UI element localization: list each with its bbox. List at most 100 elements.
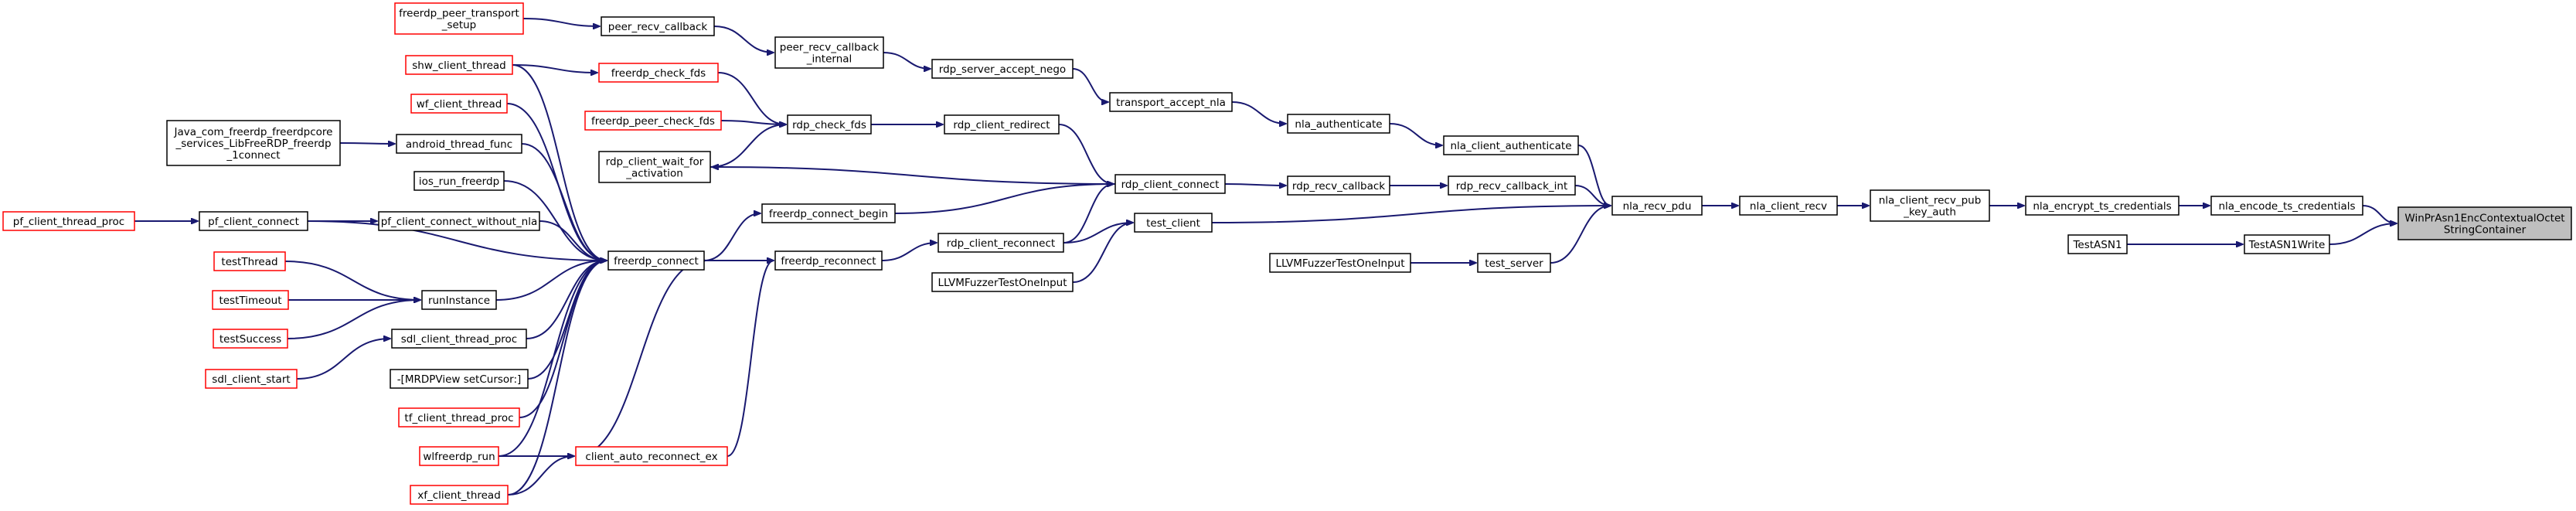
node-label: rdp_recv_callback_int xyxy=(1456,180,1568,192)
node-java-connect[interactable]: Java_com_freerdp_freerdpcore_services_Li… xyxy=(166,120,341,166)
node-box xyxy=(598,151,711,183)
node-label: _setup xyxy=(441,19,477,32)
node-box xyxy=(405,55,513,75)
node-box xyxy=(931,272,1074,292)
node-label: peer_recv_callback xyxy=(780,42,880,54)
edge-llvmfuzzertestoneinput-b-to-test-client xyxy=(1072,223,1133,283)
node-llvmfuzzertestoneinput-a[interactable]: LLVMFuzzerTestOneInput xyxy=(1269,253,1411,273)
node-transport-accept-nla[interactable]: transport_accept_nla xyxy=(1109,92,1233,112)
node-nla-client-recv-pub-key-auth[interactable]: nla_client_recv_pub_key_auth xyxy=(1870,189,1990,222)
node-testthread[interactable]: testThread xyxy=(213,251,286,271)
node-nla-encode-ts-credentials[interactable]: nla_encode_ts_credentials xyxy=(2210,196,2363,216)
node-rdp-client-redirect[interactable]: rdp_client_redirect xyxy=(944,114,1060,135)
edge-mrdpview-setcursor-to-freerdp-connect xyxy=(527,261,607,380)
edge-runinstance-to-freerdp-connect xyxy=(495,261,607,301)
node-testtimeout[interactable]: testTimeout xyxy=(212,290,289,310)
node-box xyxy=(410,485,509,505)
node-label: _1connect xyxy=(226,149,280,162)
node-label: peer_recv_callback xyxy=(608,21,708,33)
node-peer-recv-callback[interactable]: peer_recv_callback xyxy=(601,16,715,36)
node-label: rdp_client_wait_for xyxy=(606,156,704,169)
node-sdl-client-thread-proc[interactable]: sdl_client_thread_proc xyxy=(391,329,527,349)
node-freerdp-check-fds[interactable]: freerdp_check_fds xyxy=(598,63,719,83)
node-tf-client-thread-proc[interactable]: tf_client_thread_proc xyxy=(398,407,520,428)
node-box xyxy=(938,233,1064,253)
edge-test-client-to-nla-recv-pdu xyxy=(1211,206,1611,223)
node-mrdpview-setcursor[interactable]: -[MRDPView setCursor:] xyxy=(390,369,529,389)
node-rdp-recv-callback-int[interactable]: rdp_recv_callback_int xyxy=(1448,175,1576,196)
node-peer-recv-callback-internal[interactable]: peer_recv_callback_internal xyxy=(774,36,884,69)
node-label: client_auto_reconnect_ex xyxy=(585,451,717,463)
node-box xyxy=(584,111,722,131)
edge-ios-run-freerdp-to-freerdp-connect xyxy=(503,180,607,261)
node-rdp-client-wait-for-activation[interactable]: rdp_client_wait_for_activation xyxy=(598,151,711,183)
node-box xyxy=(199,211,308,231)
node-shw-client-thread[interactable]: shw_client_thread xyxy=(405,55,513,75)
node-ios-run-freerdp[interactable]: ios_run_freerdp xyxy=(413,171,505,191)
node-testasn1[interactable]: TestASN1 xyxy=(2067,234,2128,254)
node-nla-authenticate[interactable]: nla_authenticate xyxy=(1287,114,1390,134)
node-label: testThread xyxy=(221,256,277,268)
node-client-auto-reconnect-ex[interactable]: client_auto_reconnect_ex xyxy=(575,446,728,466)
node-rdp-client-connect[interactable]: rdp_client_connect xyxy=(1114,174,1226,194)
node-label: ios_run_freerdp xyxy=(419,175,499,188)
node-nla-client-authenticate[interactable]: nla_client_authenticate xyxy=(1443,135,1579,155)
node-label: testTimeout xyxy=(219,295,281,307)
node-android-thread-func[interactable]: android_thread_func xyxy=(396,134,522,154)
node-label: pf_client_connect_without_nla xyxy=(381,216,538,228)
edge-peer-recv-callback-internal-to-rdp-server-accept-nego xyxy=(883,52,931,69)
node-rdp-recv-callback[interactable]: rdp_recv_callback xyxy=(1287,175,1390,196)
node-label: tf_client_thread_proc xyxy=(404,412,513,424)
node-box xyxy=(1443,135,1579,155)
node-freerdp-peer-transport-setup[interactable]: freerdp_peer_transport_setup xyxy=(394,2,524,35)
node-label: nla_encrypt_ts_credentials xyxy=(2033,200,2171,213)
node-box xyxy=(1287,175,1390,196)
node-box xyxy=(396,134,522,154)
node-freerdp-connect[interactable]: freerdp_connect xyxy=(607,250,705,271)
node-label: rdp_recv_callback xyxy=(1292,180,1385,192)
node-label: testSuccess xyxy=(219,333,281,346)
node-pf-client-thread-proc[interactable]: pf_client_thread_proc xyxy=(2,211,135,231)
node-label: nla_recv_pdu xyxy=(1623,200,1692,213)
edge-rdp-client-wait-for-activation-to-rdp-check-fds xyxy=(710,124,786,168)
node-box xyxy=(166,120,341,166)
node-runinstance[interactable]: runInstance xyxy=(421,290,497,310)
node-rdp-server-accept-nego[interactable]: rdp_server_accept_nego xyxy=(931,59,1074,79)
edge-tf-client-thread-proc-to-freerdp-connect xyxy=(519,261,607,418)
edge-client-auto-reconnect-ex-to-freerdp-connect xyxy=(575,261,706,457)
node-wf-client-thread[interactable]: wf_client_thread xyxy=(410,94,508,114)
node-llvmfuzzertestoneinput-b[interactable]: LLVMFuzzerTestOneInput xyxy=(931,272,1074,292)
node-testasn1write[interactable]: TestASN1Write xyxy=(2244,234,2330,254)
node-label: rdp_client_redirect xyxy=(953,119,1050,131)
node-label: nla_client_recv xyxy=(1750,200,1827,213)
node-test-server[interactable]: test_server xyxy=(1477,253,1551,273)
node-xf-client-thread[interactable]: xf_client_thread xyxy=(410,485,509,505)
node-label: freerdp_reconnect xyxy=(781,255,876,267)
node-label: -[MRDPView setCursor:] xyxy=(397,373,522,386)
edge-rdp-server-accept-nego-to-transport-accept-nla xyxy=(1072,68,1108,102)
node-box xyxy=(1448,175,1576,196)
node-nla-recv-pdu[interactable]: nla_recv_pdu xyxy=(1611,196,1703,216)
node-pf-client-connect-without-nla[interactable]: pf_client_connect_without_nla xyxy=(378,211,540,231)
node-nla-client-recv[interactable]: nla_client_recv xyxy=(1739,196,1838,216)
node-freerdp-connect-begin[interactable]: freerdp_connect_begin xyxy=(761,203,896,223)
node-sdl-client-start[interactable]: sdl_client_start xyxy=(205,369,298,389)
edge-xf-client-thread-to-freerdp-connect xyxy=(507,261,607,496)
node-box xyxy=(390,369,529,389)
node-label: freerdp_peer_transport xyxy=(399,8,519,20)
node-nla-encrypt-ts-credentials[interactable]: nla_encrypt_ts_credentials xyxy=(2025,196,2180,216)
node-box xyxy=(212,290,289,310)
edge-xf-client-thread-to-client-auto-reconnect-ex xyxy=(507,456,574,496)
node-freerdp-reconnect[interactable]: freerdp_reconnect xyxy=(774,250,883,271)
edge-rdp-client-redirect-to-rdp-client-connect xyxy=(1058,124,1114,184)
node-testsuccess[interactable]: testSuccess xyxy=(213,329,288,349)
node-rdp-client-reconnect[interactable]: rdp_client_reconnect xyxy=(938,233,1064,253)
node-root[interactable]: WinPrAsn1EncContextualOctetStringContain… xyxy=(2397,206,2572,240)
node-label: xf_client_thread xyxy=(417,489,501,502)
node-rdp-check-fds[interactable]: rdp_check_fds xyxy=(787,114,872,135)
node-wlfreerdp-run[interactable]: wlfreerdp_run xyxy=(419,446,499,466)
node-test-client[interactable]: test_client xyxy=(1134,213,1213,233)
node-pf-client-connect[interactable]: pf_client_connect xyxy=(199,211,308,231)
node-freerdp-peer-check-fds[interactable]: freerdp_peer_check_fds xyxy=(584,111,722,131)
